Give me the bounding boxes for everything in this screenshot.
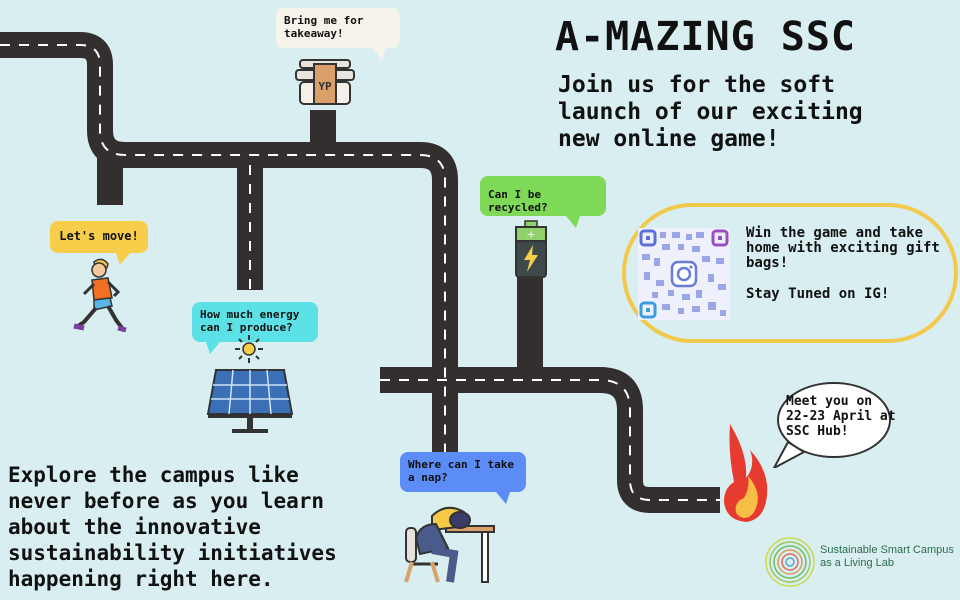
sleeping-student-icon <box>404 506 495 583</box>
logo-line-2: as a Living Lab <box>820 557 894 569</box>
takeaway-bubble: Bring me for takeaway! <box>276 8 400 60</box>
nap-bubble-text: Where can I take a nap? <box>408 458 514 484</box>
recycle-bubble: Can I be recycled? <box>480 176 606 228</box>
sun-icon <box>235 335 263 363</box>
instagram-qr-code[interactable] <box>638 228 730 320</box>
recycle-bubble-text: Can I be recycled? <box>488 188 548 214</box>
qr-panel <box>622 203 958 343</box>
flame-icon <box>724 424 768 522</box>
page-title: A-MAZING SSC <box>555 14 856 60</box>
takeaway-bubble-text: Bring me for takeaway! <box>284 14 364 40</box>
ssc-logo-icon <box>765 537 815 587</box>
container-label: YP <box>318 80 332 93</box>
energy-bubble-text: How much energy can I produce? <box>200 308 300 334</box>
explore-paragraph: Explore the campus like never before as … <box>8 463 337 591</box>
energy-bubble: How much energy can I produce? <box>192 302 318 354</box>
takeaway-container-icon: YP <box>295 59 355 105</box>
battery-icon: + <box>515 220 547 278</box>
event-date-text: Meet you on 22-23 April at SSC Hub! <box>786 394 896 439</box>
move-bubble-text: Let's move! <box>59 229 139 243</box>
svg-text:+: + <box>526 228 535 241</box>
qr-panel-ig-text: Stay Tuned on IG! <box>746 286 890 302</box>
move-bubble: Let's move! <box>50 221 148 265</box>
solar-panel-icon <box>206 369 294 433</box>
runner-icon <box>73 258 127 333</box>
ssc-logo-text: Sustainable Smart Campus as a Living Lab <box>820 544 960 570</box>
nap-bubble: Where can I take a nap? <box>400 452 526 504</box>
logo-line-1: Sustainable Smart Campus <box>820 544 954 556</box>
subtitle: Join us for the soft launch of our excit… <box>558 72 863 152</box>
qr-panel-prize-text: Win the game and take home with exciting… <box>746 225 940 271</box>
event-speech-bubble <box>773 382 891 468</box>
